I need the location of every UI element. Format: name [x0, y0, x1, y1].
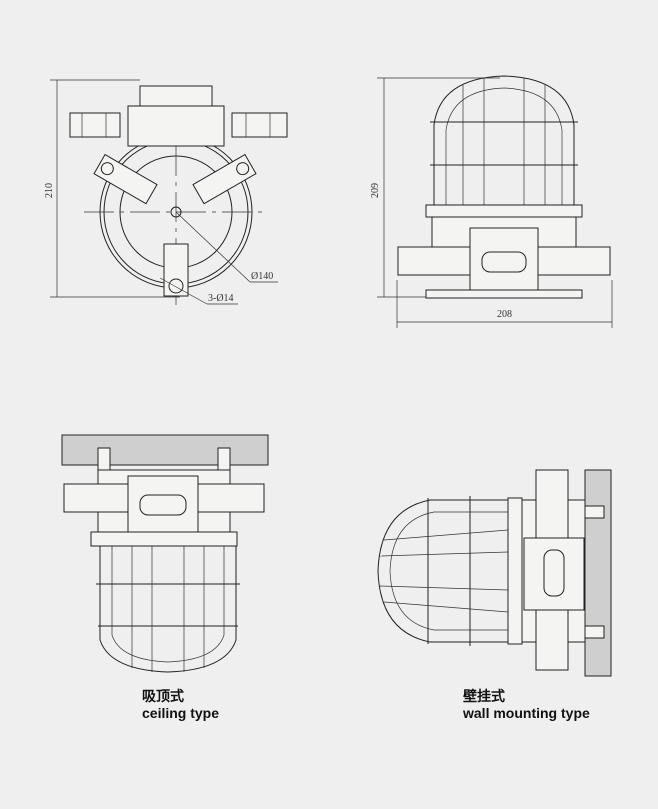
ceiling-type-caption-en: ceiling type: [142, 705, 220, 721]
wall-type-caption-en: wall mounting type: [463, 705, 590, 721]
holes-label: 3-Ø14: [208, 293, 234, 304]
side-view-drawing: 209 208: [370, 75, 613, 328]
wall-type-caption-cn: 壁挂式: [463, 688, 505, 704]
top-view-drawing: 210 Ø140 3-Ø14: [44, 79, 288, 305]
height-dim-210: 210: [44, 183, 55, 198]
ceiling-type-drawing: [61, 434, 269, 673]
diameter-label: Ø140: [251, 271, 273, 282]
height-dim-209: 209: [370, 183, 381, 198]
width-dim-208: 208: [497, 309, 512, 320]
wall-mounting-type-drawing: [377, 469, 612, 677]
ceiling-type-caption-cn: 吸顶式: [142, 688, 184, 704]
